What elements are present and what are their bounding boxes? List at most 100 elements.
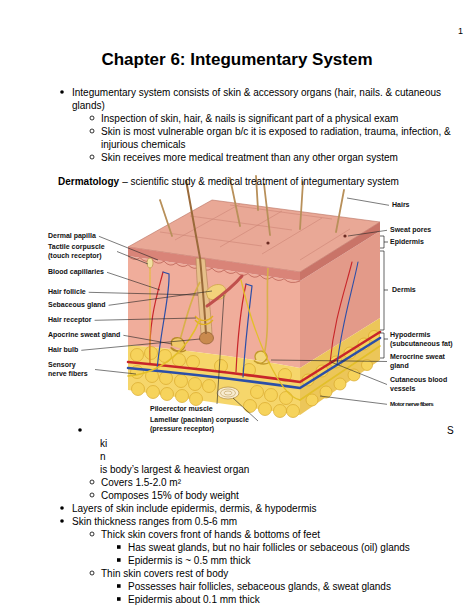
sub-sub-bullet-text: Epidermis about 0.1 mm thick <box>128 593 468 606</box>
fat-cell <box>348 369 360 381</box>
part-label: Hairs <box>392 201 410 210</box>
surface-texture <box>160 204 350 260</box>
fat-cell <box>244 400 257 413</box>
bracket <box>380 333 388 358</box>
fat-cell <box>161 388 174 401</box>
part-label: Blood capillaries <box>48 268 104 277</box>
fat-cell <box>132 383 145 396</box>
leader-line <box>117 252 148 265</box>
fat-cell <box>175 375 188 388</box>
bullet-text: Integumentary system consists of skin & … <box>72 86 452 112</box>
part-label: Sensory nerve fibers <box>48 361 92 378</box>
part-label: Merocrine sweat gland <box>390 353 456 370</box>
nerves <box>128 266 380 400</box>
bullet-circle <box>90 493 94 497</box>
page-title: Chapter 6: Integumentary System <box>0 50 474 70</box>
fat-cell <box>131 349 144 362</box>
bullet-dot <box>78 428 82 432</box>
merocrine-gland-coil <box>254 351 270 364</box>
capillary <box>243 284 252 377</box>
part-label: Piloerector muscle <box>150 405 213 414</box>
capillary <box>157 272 169 369</box>
text-fragment: n <box>100 450 106 463</box>
sub-bullet-text: Thin skin covers rest of body <box>101 567 466 580</box>
sub-bullet-text: Skin receives more medical treatment tha… <box>101 151 466 164</box>
layer-label: Hypodermis (subcutaneous fat) <box>390 331 468 348</box>
motor-nerve <box>241 280 300 400</box>
sweat-duct <box>264 268 268 355</box>
bullet-dot <box>60 90 64 94</box>
corpuscle-layer <box>217 387 239 399</box>
fat-cell <box>280 392 293 405</box>
sub-bullet-text: Skin is most vulnerable organ b/c it is … <box>101 125 455 151</box>
bullet-dot <box>60 506 64 510</box>
fat-cell <box>187 356 200 369</box>
leader-line <box>320 396 387 404</box>
part-label: Lamellar (pacinian) corpuscle (pressure … <box>150 416 254 433</box>
bullet-dot <box>60 519 64 523</box>
leader-lines <box>81 198 389 421</box>
bullet-square <box>117 584 121 588</box>
sensory-nerve <box>128 319 200 376</box>
part-label: Hair receptor <box>48 316 92 325</box>
leader-line <box>109 291 212 305</box>
bullet-text: is body’s largest & heaviest organ <box>100 463 440 476</box>
fat-cell <box>274 405 287 418</box>
sweat-pore <box>266 241 269 244</box>
leader-line <box>99 236 158 260</box>
bullet-square <box>117 597 121 601</box>
part-label: Motor nerve fibers <box>390 400 474 409</box>
hypodermis-side <box>300 318 380 415</box>
motor-nerve <box>300 346 380 400</box>
piloerector-muscle <box>207 276 242 306</box>
layer-label: Epidermis <box>390 238 424 247</box>
sub-sub-bullet-text: Has sweat glands, but no hair follicles … <box>128 541 468 554</box>
part-label: Sebaceous gland <box>48 301 106 310</box>
bullet-square <box>117 558 121 562</box>
leader-line <box>271 360 387 362</box>
leader-line <box>81 339 200 350</box>
text-fragment: S <box>447 424 454 437</box>
bullet-text: Layers of skin include epidermis, dermis… <box>72 502 466 515</box>
fat-cell <box>251 386 264 399</box>
part-label: Apocrine sweat gland <box>48 331 120 340</box>
fat-cell <box>259 403 272 416</box>
corpuscle-layer <box>221 389 236 397</box>
bullet-text: Skin thickness ranges from 0.5-6 mm <box>72 515 466 528</box>
fat-cell <box>203 380 216 393</box>
fat-cell <box>334 378 346 390</box>
fat-cell <box>265 389 278 402</box>
apocrine-duct <box>180 282 200 340</box>
capillary <box>337 262 358 365</box>
leader-line <box>89 292 198 295</box>
sub-bullet-text: Inspection of skin, hair, & nails is sig… <box>101 112 466 125</box>
capillary <box>330 262 352 363</box>
epidermis-side <box>300 222 380 281</box>
leader-line <box>347 198 389 205</box>
leader-line <box>95 370 136 375</box>
bullet-circle <box>90 155 94 159</box>
fat-cell <box>306 394 318 406</box>
hair <box>160 200 172 236</box>
fat-cell <box>145 347 158 360</box>
dermal-papillae-edge <box>128 256 300 283</box>
surface-groove <box>160 204 350 260</box>
tactile-corpuscle <box>147 258 153 268</box>
fat-cell <box>287 405 300 418</box>
page-number: 1 <box>458 26 463 37</box>
hair <box>264 184 270 235</box>
sub-bullet-text: Thick skin covers front of hands & botto… <box>101 528 466 541</box>
hair-follicle <box>186 180 242 344</box>
bullet-circle <box>90 129 94 133</box>
sweat-glands <box>171 234 347 364</box>
corpuscle-layer <box>224 391 232 395</box>
bullet-circle <box>90 480 94 484</box>
fat-cell <box>189 378 202 391</box>
artery <box>128 332 380 382</box>
bracket <box>380 251 388 330</box>
hypodermis-front <box>128 345 300 415</box>
bullet-circle <box>90 571 94 575</box>
part-label: Dermal papilla <box>48 232 96 241</box>
term-heading: Dermatology <box>58 175 119 188</box>
sweat-pore <box>343 234 346 237</box>
